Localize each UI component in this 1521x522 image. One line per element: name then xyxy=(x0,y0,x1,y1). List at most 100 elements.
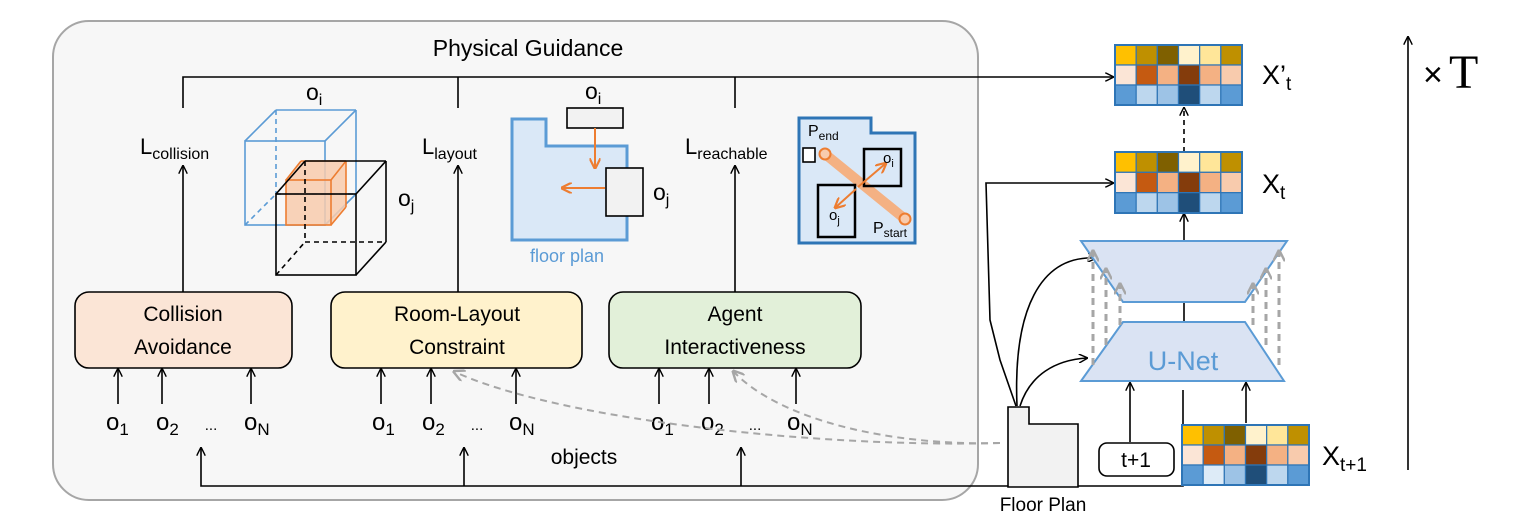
grid-cell xyxy=(1266,444,1289,466)
guidance-feedback-lines xyxy=(182,77,1113,108)
grid-cell xyxy=(1202,444,1225,466)
objects-group-agent: o1 o2 ... oN xyxy=(651,409,813,439)
grid-x-t-plus-1 xyxy=(1181,424,1310,486)
plan-object-oi xyxy=(566,107,624,129)
grid-cell xyxy=(1114,64,1137,86)
floor-plan-guidance-curves xyxy=(455,372,1001,445)
object-o1: o1 xyxy=(372,409,395,439)
floor-plan-icon xyxy=(1007,406,1079,488)
object-oN: oN xyxy=(787,409,813,439)
reach-small-box xyxy=(802,147,816,163)
reach-end-point xyxy=(818,147,832,161)
grid-border xyxy=(1114,44,1243,106)
objects-label-bg xyxy=(530,444,630,472)
object-o2: o2 xyxy=(422,409,445,439)
module-to-loss-arrows xyxy=(183,166,735,292)
unet-skip-connections xyxy=(1093,252,1279,365)
floor-plan-caption: floor plan xyxy=(530,246,604,266)
object-dots: ... xyxy=(749,417,762,434)
x-t-label: Xt xyxy=(1262,169,1286,204)
grid-cell xyxy=(1223,464,1247,486)
floor-plan-shape xyxy=(510,117,629,242)
loss-reachable-label: Lreachable xyxy=(685,134,768,163)
grid-cell xyxy=(1199,44,1222,66)
grid-cell xyxy=(1156,171,1180,194)
timestep-label: t+1 xyxy=(1121,449,1151,472)
grid-cell xyxy=(1266,424,1289,446)
grid-cell xyxy=(1220,64,1243,86)
grid-cell xyxy=(1244,464,1268,486)
grid-cell xyxy=(1177,171,1201,194)
grid-cell xyxy=(1114,192,1137,214)
object-input-arrows xyxy=(118,369,796,404)
plan-object-oj xyxy=(605,167,644,217)
grid-cell xyxy=(1244,444,1268,466)
grid-cell xyxy=(1287,464,1310,486)
grid-cell xyxy=(1156,192,1180,214)
grid-cell xyxy=(1223,424,1247,446)
grid-cell xyxy=(1244,424,1268,446)
objects-group-layout: o1 o2 ... oN xyxy=(372,409,535,439)
grid-cell xyxy=(1181,424,1204,446)
loss-layout-label: Llayout xyxy=(422,134,478,163)
unet-decoder-block xyxy=(1079,240,1289,303)
grid-cell xyxy=(1199,171,1222,194)
reach-start-label: Pstart xyxy=(873,220,908,240)
module-room-layout-constraint: Room-Layout Constraint xyxy=(330,291,583,369)
grid-cell xyxy=(1220,151,1243,173)
grid-cell xyxy=(1220,84,1243,106)
floor-plan-label: Floor Plan xyxy=(1000,495,1087,516)
grid-cell xyxy=(1202,464,1225,486)
module-agent-line1: Agent xyxy=(708,303,763,326)
unet-label: U-Net xyxy=(1148,346,1219,376)
floor-plan-to-unet-arrows xyxy=(1015,258,1096,407)
grid-cell xyxy=(1177,84,1201,106)
grid-cell xyxy=(1199,192,1222,214)
grid-cell xyxy=(1135,44,1158,66)
module-layout-line2: Constraint xyxy=(409,336,505,359)
reach-oj-label: oj xyxy=(829,207,840,227)
module-layout-line1: Room-Layout xyxy=(394,303,520,326)
grid-cell xyxy=(1156,84,1180,106)
reach-arrow-down xyxy=(836,188,857,207)
module-collision-line1: Collision xyxy=(143,303,222,326)
grid-cell xyxy=(1181,444,1204,466)
collision-cubes-illustration xyxy=(244,109,387,276)
object-dots: ... xyxy=(471,417,484,434)
grid-cell xyxy=(1220,192,1243,214)
xt-feedback-line xyxy=(985,183,1113,407)
grid-cell xyxy=(1202,424,1225,446)
grid-cell xyxy=(1220,44,1243,66)
reach-start-point xyxy=(898,212,912,226)
grid-cell xyxy=(1199,64,1222,86)
x-t-plus-1-label: Xt+1 xyxy=(1322,441,1367,476)
grid-cell xyxy=(1135,84,1158,106)
timestep-box xyxy=(1098,442,1175,477)
grid-border xyxy=(1181,424,1310,486)
cube-oi-label: oi xyxy=(306,79,322,109)
grid-cell xyxy=(1266,464,1289,486)
panel-title: Physical Guidance xyxy=(433,35,624,61)
object-dots: ... xyxy=(205,417,218,434)
object-o2: o2 xyxy=(156,409,179,439)
grid-cell xyxy=(1223,444,1247,466)
module-agent-interactiveness: Agent Interactiveness xyxy=(608,291,862,369)
object-o1: o1 xyxy=(106,409,129,439)
repeat-T-symbol: T xyxy=(1449,46,1478,99)
module-agent-line2: Interactiveness xyxy=(664,336,805,359)
grid-cell xyxy=(1199,84,1222,106)
reach-object-oj xyxy=(816,183,857,239)
plan-oi-label: oi xyxy=(585,78,601,108)
grid-cell xyxy=(1135,171,1158,194)
object-oN: oN xyxy=(244,409,270,439)
grid-cell xyxy=(1177,151,1201,173)
grid-x-prime-t xyxy=(1114,44,1243,106)
grid-cell xyxy=(1156,44,1180,66)
grid-cell xyxy=(1220,171,1243,194)
grid-cell xyxy=(1181,464,1204,486)
loss-collision-label: Lcollision xyxy=(140,134,209,163)
repeat-times-symbol: × xyxy=(1423,56,1443,94)
x-prime-t-label: X’t xyxy=(1262,60,1292,95)
